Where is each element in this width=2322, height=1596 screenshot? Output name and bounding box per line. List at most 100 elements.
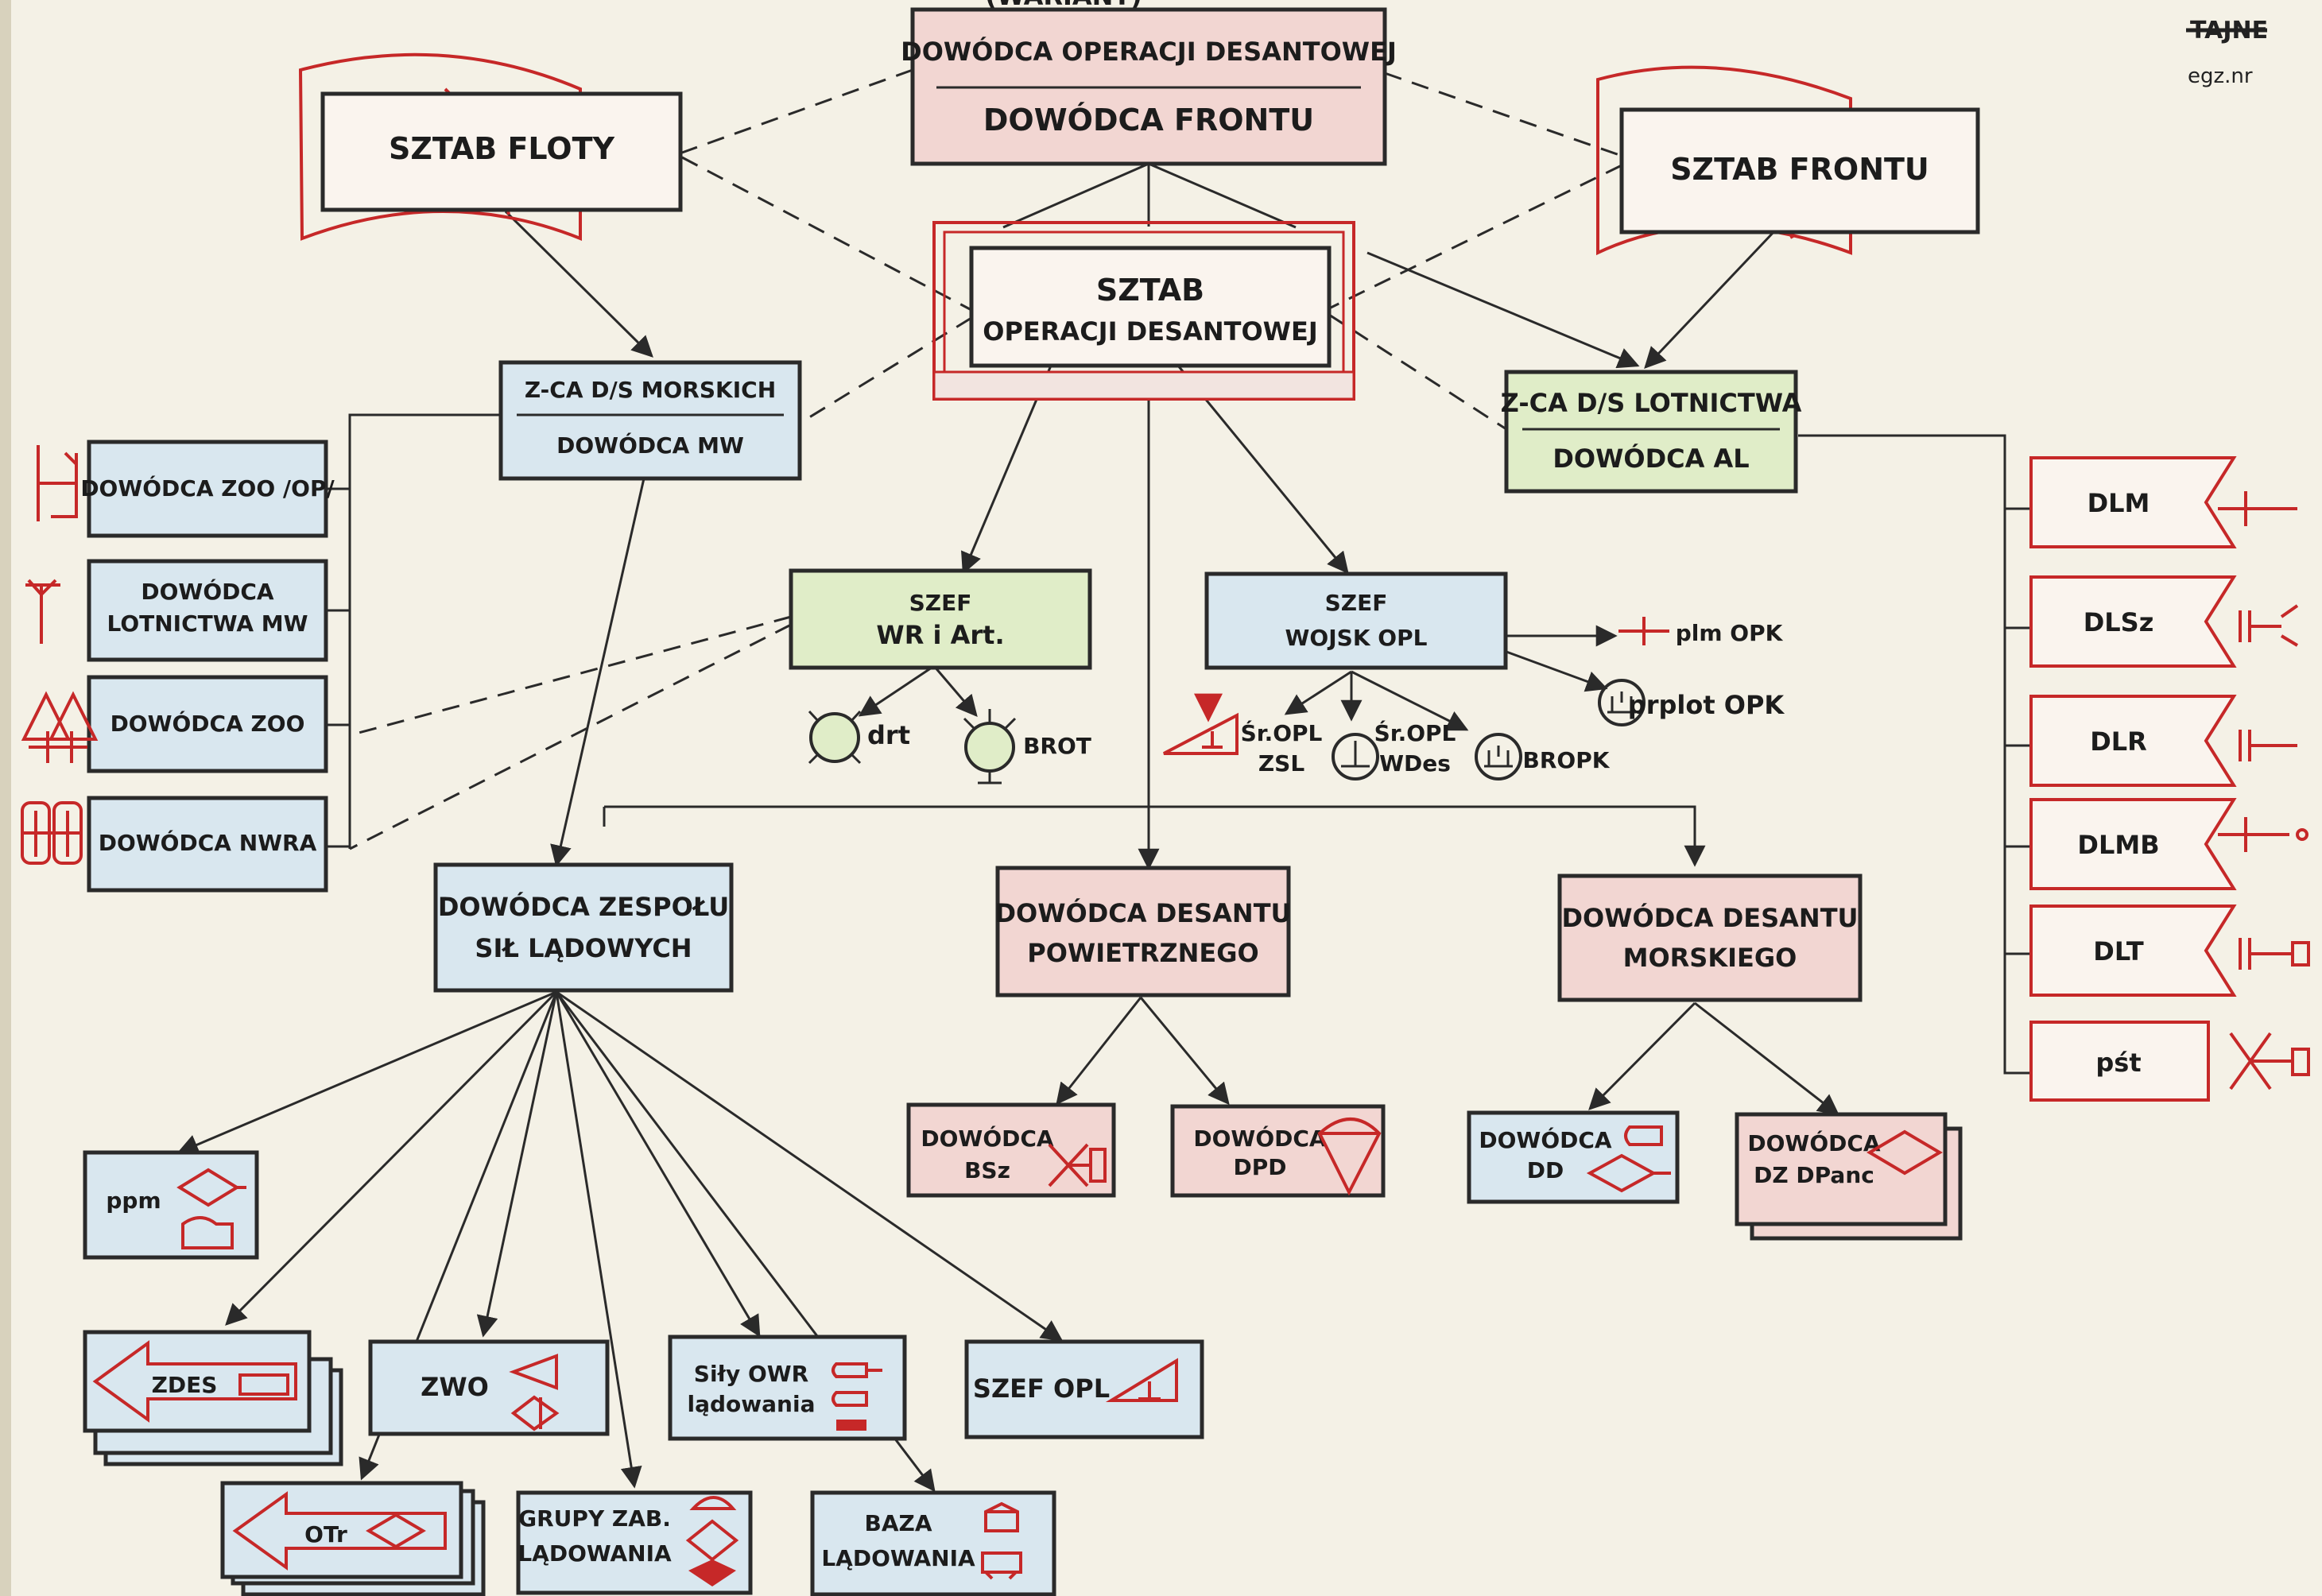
sztab-operacji-line2: OPERACJI DESANTOWEJ — [983, 316, 1317, 347]
szef-opl-node[interactable]: SZEF WOJSK OPL — [1204, 571, 1508, 670]
szef-opl-line1: SZEF — [1325, 590, 1388, 616]
dow-dpd-line1: DOWÓDCA — [1193, 1125, 1327, 1152]
aviation-unit-icon — [2229, 1032, 2310, 1090]
aviation-pennant — [2029, 798, 2237, 890]
szef-opl-small-node[interactable]: SZEF OPL — [964, 1339, 1204, 1439]
dow-zespolu-node[interactable]: DOWÓDCA ZESPOŁU SIŁ LĄDOWYCH — [433, 862, 734, 993]
aviation-unit-label: DLT — [2093, 936, 2144, 967]
sztab-frontu-node[interactable]: SZTAB FRONTU — [1619, 107, 1980, 234]
dow-dd-node[interactable]: DOWÓDCA DD — [1467, 1110, 1680, 1204]
sztab-frontu-label: SZTAB FRONTU — [1670, 152, 1929, 187]
ppm-node[interactable]: ppm — [83, 1150, 259, 1260]
zca-lotnictwa-node[interactable]: Z-CA D/S LOTNICTWA DOWÓDCA AL — [1501, 370, 1802, 494]
dow-nwra-label: DOWÓDCA NWRA — [99, 829, 317, 856]
left-unit-symbols — [21, 445, 99, 865]
dow-dd-line2: DD — [1527, 1157, 1564, 1183]
drt-unit: drt — [808, 710, 910, 765]
dow-zespolu-line1: DOWÓDCA ZESPOŁU — [438, 891, 729, 922]
aviation-pennant — [2029, 1021, 2210, 1102]
zwo-node[interactable]: ZWO — [368, 1339, 610, 1436]
aviation-pennant — [2029, 695, 2237, 787]
sztab-floty-node[interactable]: SZTAB FLOTY — [320, 91, 683, 212]
brot-unit: BROT — [963, 709, 1091, 784]
dow-dz-node[interactable]: DOWÓDCA DZ DPanc — [1735, 1112, 1963, 1241]
paper-edge-shadow — [0, 0, 11, 1596]
aviation-unit-label: pśt — [2095, 1048, 2141, 1078]
dow-zespolu-line2: SIŁ LĄDOWYCH — [475, 933, 692, 963]
dow-dpd-line2: DPD — [1233, 1154, 1286, 1180]
sztab-floty-label: SZTAB FLOTY — [389, 131, 615, 166]
sily-owr-node[interactable]: Siły OWR lądowania — [668, 1335, 907, 1441]
aviation-unit-icon — [2239, 730, 2297, 761]
szef-wr-node[interactable]: SZEF WR i Art. — [789, 568, 1092, 670]
baza-node[interactable]: BAZA LĄDOWANIA — [810, 1490, 1056, 1596]
sr-zsl-line2: ZSL — [1258, 750, 1304, 777]
zca-lotnictwa-line2: DOWÓDCA AL — [1553, 443, 1749, 474]
aviation-unit-dlmb[interactable]: DLMB — [2029, 798, 2309, 890]
aviation-pennant — [2029, 575, 2237, 668]
aviation-unit-dlm[interactable]: DLM — [2029, 456, 2297, 548]
sztab-operacji-node[interactable]: SZTAB OPERACJI DESANTOWEJ — [932, 221, 1355, 401]
dow-bsz-line2: BSz — [964, 1157, 1010, 1183]
baza-line1: BAZA — [865, 1510, 932, 1536]
aviation-unit-dlr[interactable]: DLR — [2029, 695, 2297, 787]
desant-mor-node[interactable]: DOWÓDCA DESANTU MORSKIEGO — [1557, 874, 1863, 1002]
zca-morskich-line2: DOWÓDCA MW — [556, 432, 744, 459]
aviation-unit-pśt[interactable]: pśt — [2029, 1021, 2310, 1102]
aviation-unit-icon — [2239, 604, 2299, 647]
desant-pow-line1: DOWÓDCA DESANTU — [994, 897, 1291, 928]
ppm-label: ppm — [106, 1187, 161, 1214]
aviation-unit-label: DLR — [2090, 726, 2147, 757]
desant-mor-line1: DOWÓDCA DESANTU — [1561, 902, 1858, 933]
dow-bsz-line1: DOWÓDCA — [921, 1125, 1054, 1152]
commander-node[interactable]: DOWÓDCA OPERACJI DESANTOWEJ DOWÓDCA FRON… — [901, 7, 1397, 166]
aviation-unit-label: DLSz — [2084, 607, 2154, 637]
bropk-unit: BROPK — [1475, 733, 1611, 781]
aviation-unit-dlt[interactable]: DLT — [2029, 905, 2310, 997]
dow-lotn-line1: DOWÓDCA — [141, 578, 274, 605]
szef-wr-line2: WR i Art. — [876, 620, 1004, 650]
dow-dpd-node[interactable]: DOWÓDCA DPD — [1170, 1104, 1386, 1198]
sr-opl-zsl-unit: Śr.OPL ZSL — [1163, 701, 1323, 777]
zca-lotnictwa-line1: Z-CA D/S LOTNICTWA — [1501, 388, 1802, 418]
otr-node[interactable]: OTr — [220, 1481, 486, 1596]
aviation-unit-label: DLM — [2087, 488, 2150, 518]
baza-line2: LĄDOWANIA — [821, 1545, 975, 1571]
dow-nwra-node[interactable]: DOWÓDCA NWRA — [87, 796, 328, 893]
copy-number-label: egz.nr — [2188, 64, 2253, 88]
szef-opl-small-label: SZEF OPL — [973, 1373, 1110, 1404]
dow-zoo-label: DOWÓDCA ZOO — [110, 710, 305, 737]
aviation-pennant — [2029, 456, 2237, 548]
aviation-unit-icon — [2218, 817, 2309, 852]
zdes-node[interactable]: ZDES — [83, 1330, 343, 1466]
prplot-opk-label: prplot OPK — [1628, 690, 1785, 720]
sr-wdes-line1: Śr.OPL — [1374, 719, 1456, 746]
otr-label: OTr — [304, 1521, 347, 1548]
grupy-zab-node[interactable]: GRUPY ZAB. LĄDOWANIA — [516, 1490, 753, 1595]
dow-zoo-op-node[interactable]: DOWÓDCA ZOO /OP/ — [80, 440, 335, 538]
dow-zoo-op-label: DOWÓDCA ZOO /OP/ — [80, 475, 335, 502]
aviation-unit-icon — [2239, 938, 2310, 970]
aviation-unit-icon — [2218, 491, 2297, 526]
desant-pow-node[interactable]: DOWÓDCA DESANTU POWIETRZNEGO — [994, 866, 1292, 998]
dow-zoo-node[interactable]: DOWÓDCA ZOO — [87, 675, 328, 773]
zca-morskich-node[interactable]: Z-CA D/S MORSKICH DOWÓDCA MW — [498, 360, 802, 481]
bropk-label: BROPK — [1523, 747, 1611, 773]
aviation-unit-dlsz[interactable]: DLSz — [2029, 575, 2299, 668]
fleet-flag — [298, 52, 582, 241]
dow-lotnictwa-mw-node[interactable]: DOWÓDCA LOTNICTWA MW — [87, 559, 328, 662]
sily-owr-line1: Siły OWR — [694, 1361, 808, 1387]
sztab-operacji-line1: SZTAB — [1096, 273, 1204, 308]
szef-opl-line2: WOJSK OPL — [1285, 625, 1428, 651]
szef-wr-line1: SZEF — [909, 590, 972, 616]
sily-owr-line2: lądowania — [688, 1391, 816, 1417]
desant-mor-line2: MORSKIEGO — [1623, 943, 1797, 973]
aviation-unit-label: DLMB — [2077, 830, 2159, 860]
grupy-zab-line1: GRUPY ZAB. — [518, 1505, 671, 1532]
commander-title: DOWÓDCA OPERACJI DESANTOWEJ — [901, 36, 1397, 67]
front-commander-title: DOWÓDCA FRONTU — [983, 103, 1314, 138]
dow-dz-line1: DOWÓDCA — [1747, 1129, 1881, 1156]
plm-opk-unit: plm OPK — [1618, 617, 1784, 646]
dow-bsz-node[interactable]: DOWÓDCA BSz — [906, 1102, 1116, 1198]
